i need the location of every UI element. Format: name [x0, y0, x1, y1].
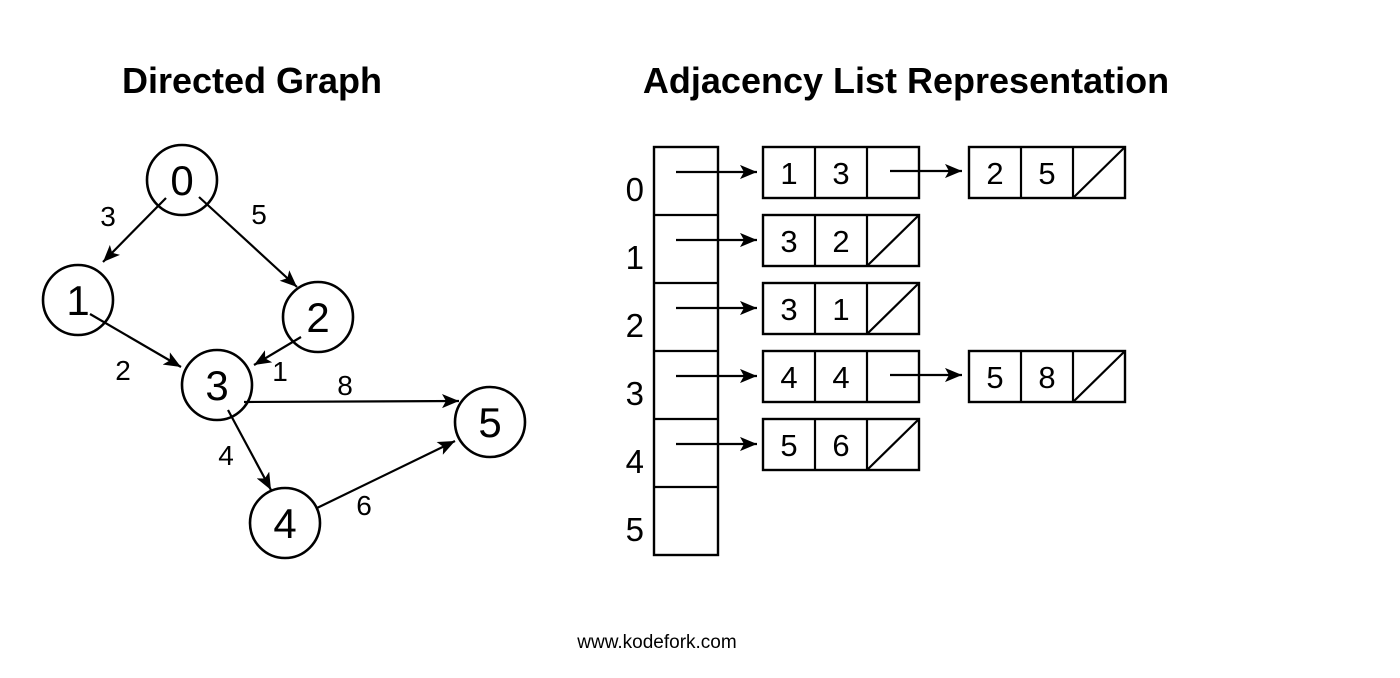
edge-3-4-arrow [227, 409, 272, 491]
edge-0-1-weight: 3 [100, 201, 116, 232]
list-node-row3-box1: 4 4 [761, 349, 962, 404]
graph-node-3-circle [180, 348, 254, 422]
graph-node-5-circle [453, 385, 527, 459]
edge-0-1-arrow [102, 197, 167, 263]
graph-node-0-label: 0 [170, 157, 193, 204]
edge-0-2-weight: 5 [251, 199, 267, 230]
edge-3-4-weight: 4 [218, 440, 234, 471]
edge-0-2-arrow [198, 196, 298, 288]
graph-node-4: 4 [248, 486, 322, 560]
graph-node-1: 1 [41, 263, 115, 337]
edge-2-3-arrow [253, 336, 302, 366]
null-slash [866, 214, 920, 267]
vertex-array: 0 1 2 3 4 5 [626, 145, 720, 557]
adjacency-list-section: Adjacency List Representation 0 1 2 3 4 … [626, 60, 1169, 557]
vertex-value: 5 [780, 428, 797, 463]
null-slash [866, 418, 920, 471]
weight-value: 1 [832, 292, 849, 327]
watermark: www.kodefork.com [576, 632, 736, 653]
list-node-outline [967, 145, 1127, 200]
array-index-2: 2 [626, 307, 644, 344]
list-node-outline [761, 417, 921, 472]
graph-node-3-label: 3 [205, 362, 228, 409]
list-node-row0-box1: 1 3 [761, 145, 962, 200]
graph-node-4-circle [248, 486, 322, 560]
array-index-3: 3 [626, 375, 644, 412]
list-node-row2-box1: 3 1 [761, 281, 921, 336]
list-node-outline [967, 349, 1127, 404]
vertex-value: 5 [986, 360, 1003, 395]
array-index-4: 4 [626, 443, 644, 480]
edge-1-3-arrow [89, 313, 182, 368]
directed-graph-section: Directed Graph 0 1 2 3 4 5 3 5 [41, 60, 527, 560]
vertex-value: 2 [986, 156, 1003, 191]
graph-node-5: 5 [453, 385, 527, 459]
list-node-row4-box1: 5 6 [761, 417, 921, 472]
graph-node-4-label: 4 [273, 500, 296, 547]
list-node-row3-box2: 5 8 [967, 349, 1127, 404]
vertex-value: 3 [780, 292, 797, 327]
list-node-outline [761, 213, 921, 268]
array-index-0: 0 [626, 171, 644, 208]
graph-node-3: 3 [180, 348, 254, 422]
null-slash [866, 282, 920, 335]
vertex-value: 1 [780, 156, 797, 191]
edge-4-5-weight: 6 [356, 490, 372, 521]
null-slash [1072, 350, 1126, 403]
graph-node-2-label: 2 [306, 294, 329, 341]
weight-value: 5 [1038, 156, 1055, 191]
list-node-outline [761, 281, 921, 336]
weight-value: 4 [832, 360, 849, 395]
edge-3-5-arrow [243, 393, 460, 409]
weight-value: 3 [832, 156, 849, 191]
vertex-value: 3 [780, 224, 797, 259]
adjacency-list-title: Adjacency List Representation [643, 60, 1169, 101]
array-index-1: 1 [626, 239, 644, 276]
weight-value: 6 [832, 428, 849, 463]
list-node-row0-box2: 2 5 [967, 145, 1127, 200]
graph-node-2-circle [281, 280, 355, 354]
graph-node-2: 2 [281, 280, 355, 354]
weight-value: 8 [1038, 360, 1055, 395]
array-index-5: 5 [626, 511, 644, 548]
directed-graph-title: Directed Graph [122, 60, 382, 101]
edge-2-3-weight: 1 [272, 356, 288, 387]
edge-4-5-arrow [316, 440, 456, 509]
edge-1-3-weight: 2 [115, 355, 131, 386]
graph-node-5-label: 5 [478, 399, 501, 446]
edge-3-5-weight: 8 [337, 370, 353, 401]
list-node-outline [761, 145, 921, 200]
null-slash [1072, 146, 1126, 199]
list-node-row1-box1: 3 2 [761, 213, 921, 268]
weight-value: 2 [832, 224, 849, 259]
vertex-value: 4 [780, 360, 797, 395]
graph-node-1-label: 1 [66, 277, 89, 324]
list-node-outline [761, 349, 921, 404]
